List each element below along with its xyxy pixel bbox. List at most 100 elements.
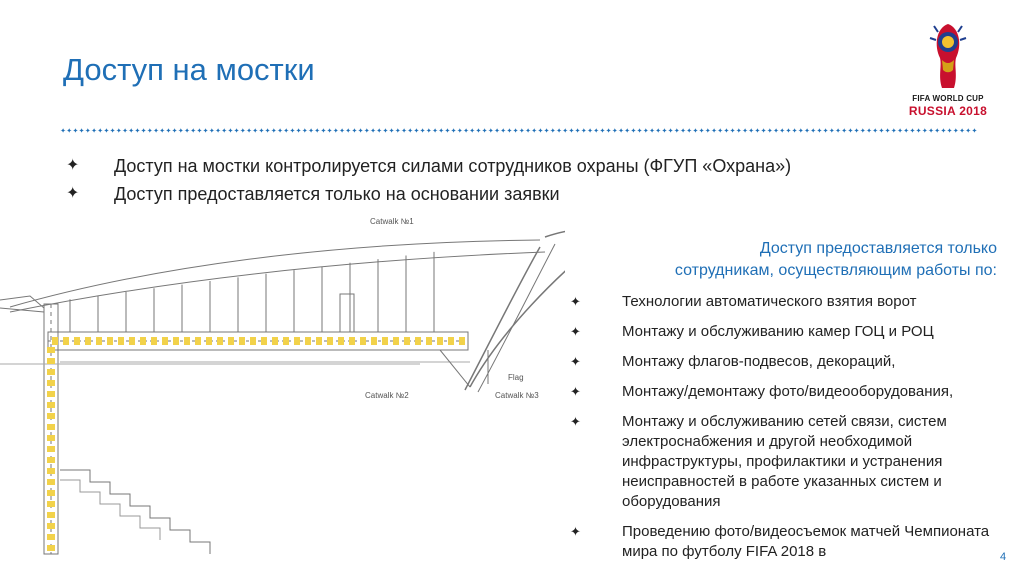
svg-text:✦: ✦: [333, 127, 339, 134]
svg-text:✦: ✦: [91, 127, 97, 134]
star-bullet-icon: ✦: [66, 185, 80, 202]
svg-text:✦: ✦: [258, 127, 264, 134]
catwalk2-label: Catwalk №2: [365, 391, 409, 400]
svg-text:✦: ✦: [916, 127, 922, 134]
svg-text:✦: ✦: [72, 127, 78, 134]
side-heading: Доступ предоставляется только сотрудника…: [585, 238, 997, 282]
svg-text:✦: ✦: [940, 127, 946, 134]
svg-text:✦: ✦: [761, 127, 767, 134]
svg-text:✦: ✦: [717, 127, 723, 134]
svg-text:✦: ✦: [568, 127, 574, 134]
svg-text:✦: ✦: [847, 127, 853, 134]
svg-text:✦: ✦: [550, 127, 556, 134]
svg-text:✦: ✦: [699, 127, 705, 134]
svg-text:✦: ✦: [668, 127, 674, 134]
svg-text:✦: ✦: [296, 127, 302, 134]
svg-text:✦: ✦: [612, 127, 618, 134]
svg-text:✦: ✦: [500, 127, 506, 134]
svg-text:✦: ✦: [649, 127, 655, 134]
svg-text:✦: ✦: [221, 127, 227, 134]
star-bullet-icon: ✦: [570, 354, 581, 369]
svg-text:✦: ✦: [482, 127, 488, 134]
svg-text:✦: ✦: [878, 127, 884, 134]
svg-text:✦: ✦: [444, 127, 450, 134]
svg-text:✦: ✦: [903, 127, 909, 134]
svg-text:✦: ✦: [159, 127, 165, 134]
item-text: Монтажу и обслуживанию камер ГОЦ и РОЦ: [622, 323, 934, 340]
svg-text:✦: ✦: [723, 127, 729, 134]
svg-text:✦: ✦: [953, 127, 959, 134]
list-item: ✦ Доступ на мостки контролируется силами…: [66, 152, 791, 180]
svg-text:✦: ✦: [463, 127, 469, 134]
svg-text:✦: ✦: [947, 127, 953, 134]
svg-text:✦: ✦: [128, 127, 134, 134]
svg-text:✦: ✦: [389, 127, 395, 134]
svg-text:✦: ✦: [823, 127, 829, 134]
catwalk-drawing: Catwalk №1 Catwalk №2 Catwalk №3 Flag: [0, 217, 565, 555]
svg-text:✦: ✦: [562, 127, 568, 134]
svg-text:✦: ✦: [320, 127, 326, 134]
svg-text:✦: ✦: [798, 127, 804, 134]
svg-text:✦: ✦: [141, 127, 147, 134]
svg-text:✦: ✦: [289, 127, 295, 134]
svg-text:✦: ✦: [190, 127, 196, 134]
page-title: Доступ на мостки: [63, 52, 315, 87]
svg-text:✦: ✦: [922, 127, 928, 134]
svg-text:✦: ✦: [537, 127, 543, 134]
star-bullet-icon: ✦: [570, 384, 581, 399]
list-item: ✦ Монтажу и обслуживанию сетей связи, си…: [570, 412, 1000, 512]
svg-text:✦: ✦: [965, 127, 971, 134]
svg-text:✦: ✦: [754, 127, 760, 134]
svg-text:✦: ✦: [103, 127, 109, 134]
logo-text-line1: FIFA WORLD CUP: [912, 94, 984, 103]
item-text: Монтажу флагов-подвесов, декораций,: [622, 353, 896, 370]
svg-text:✦: ✦: [395, 127, 401, 134]
svg-text:✦: ✦: [674, 127, 680, 134]
svg-text:✦: ✦: [172, 127, 178, 134]
svg-text:✦: ✦: [85, 127, 91, 134]
star-bullet-icon: ✦: [66, 157, 80, 174]
fifa-world-cup-logo: FIFA WORLD CUP RUSSIA 2018: [898, 18, 998, 124]
svg-text:✦: ✦: [872, 127, 878, 134]
svg-text:✦: ✦: [624, 127, 630, 134]
svg-text:✦: ✦: [196, 127, 202, 134]
svg-text:✦: ✦: [252, 127, 258, 134]
svg-text:✦: ✦: [606, 127, 612, 134]
svg-text:✦: ✦: [630, 127, 636, 134]
svg-text:✦: ✦: [116, 127, 122, 134]
bullet-text: Доступ предоставляется только на основан…: [114, 184, 560, 204]
svg-text:✦: ✦: [215, 127, 221, 134]
list-item: ✦ Проведению фото/видеосъемок матчей Чем…: [570, 522, 1000, 562]
svg-text:✦: ✦: [618, 127, 624, 134]
dotted-divider: ✦ ✦ ✦ ✦ ✦ ✦ ✦ ✦ ✦ ✦ ✦ ✦ ✦ ✦ ✦ ✦ ✦ ✦ ✦ ✦ ✦ ✦ ✦ ✦ ✦ ✦ ✦ ✦ ✦ ✦ ✦ ✦ ✦ ✦ ✦ ✦ ✦ ✦ ✦ ✦…: [60, 127, 977, 134]
svg-text:✦: ✦: [488, 127, 494, 134]
svg-text:✦: ✦: [209, 127, 215, 134]
svg-text:✦: ✦: [692, 127, 698, 134]
svg-text:✦: ✦: [934, 127, 940, 134]
svg-text:✦: ✦: [897, 127, 903, 134]
svg-text:✦: ✦: [203, 127, 209, 134]
svg-text:✦: ✦: [327, 127, 333, 134]
svg-text:✦: ✦: [971, 127, 977, 134]
list-item: ✦ Доступ предоставляется только на основ…: [66, 180, 791, 208]
side-bullet-list: ✦ Технологии автоматического взятия воро…: [570, 292, 1000, 572]
svg-text:✦: ✦: [265, 127, 271, 134]
svg-text:✦: ✦: [339, 127, 345, 134]
svg-text:✦: ✦: [544, 127, 550, 134]
svg-text:✦: ✦: [792, 127, 798, 134]
svg-text:✦: ✦: [891, 127, 897, 134]
svg-text:✦: ✦: [866, 127, 872, 134]
svg-text:✦: ✦: [928, 127, 934, 134]
svg-text:✦: ✦: [432, 127, 438, 134]
svg-text:✦: ✦: [401, 127, 407, 134]
item-text: Монтажу/демонтажу фото/видеооборудования…: [622, 383, 954, 400]
svg-text:✦: ✦: [178, 127, 184, 134]
list-item: ✦ Технологии автоматического взятия воро…: [570, 292, 1000, 312]
svg-text:✦: ✦: [79, 127, 85, 134]
svg-text:✦: ✦: [525, 127, 531, 134]
svg-text:✦: ✦: [854, 127, 860, 134]
svg-text:✦: ✦: [773, 127, 779, 134]
svg-text:✦: ✦: [153, 127, 159, 134]
svg-text:✦: ✦: [581, 127, 587, 134]
